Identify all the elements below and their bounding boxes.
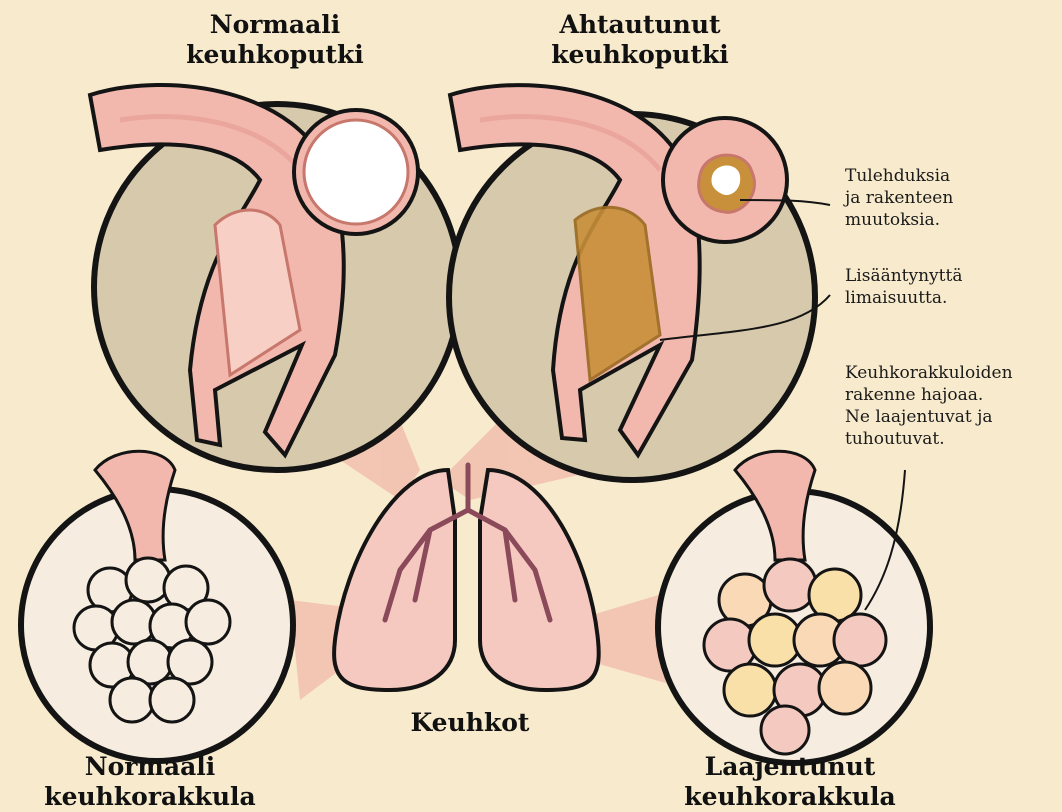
title-normal-alveolus-line2: keuhkorakkula — [20, 782, 280, 812]
title-lungs: Keuhkot — [380, 708, 560, 738]
title-enlarged-alveolus-line1: Laajentunut — [650, 752, 930, 782]
annotation-inflammation: Tulehduksia ja rakenteen muutoksia. — [845, 165, 953, 231]
annotation-breakdown-line1: Keuhkorakkuloiden — [845, 362, 1013, 384]
annotation-inflammation-line1: Tulehduksia — [845, 165, 953, 187]
annotation-breakdown-line2: rakenne hajoaa. — [845, 384, 1013, 406]
title-normal-bronchus-line2: keuhkoputki — [170, 40, 380, 70]
title-narrowed-bronchus: Ahtautunut keuhkoputki — [520, 10, 760, 70]
title-normal-alveolus-line1: Normaali — [20, 752, 280, 782]
title-narrowed-bronchus-line2: keuhkoputki — [520, 40, 760, 70]
title-normal-bronchus-line1: Normaali — [170, 10, 380, 40]
annotation-mucus: Lisääntynyttä limaisuutta. — [845, 265, 962, 309]
annotation-inflammation-line3: muutoksia. — [845, 209, 953, 231]
annotation-alveoli-breakdown: Keuhkorakkuloiden rakenne hajoaa. Ne laa… — [845, 362, 1013, 450]
annotation-mucus-line1: Lisääntynyttä — [845, 265, 962, 287]
lungs — [334, 465, 599, 690]
title-normal-alveolus: Normaali keuhkorakkula — [20, 752, 280, 812]
annotation-mucus-line2: limaisuutta. — [845, 287, 962, 309]
narrowed-cross-section — [663, 118, 787, 242]
enlarged-alveoli — [704, 451, 886, 754]
title-lungs-text: Keuhkot — [380, 708, 560, 738]
normal-cross-section — [294, 110, 418, 234]
annotation-breakdown-line4: tuhoutuvat. — [845, 428, 1013, 450]
annotation-breakdown-line3: Ne laajentuvat ja — [845, 406, 1013, 428]
title-normal-bronchus: Normaali keuhkoputki — [170, 10, 380, 70]
title-enlarged-alveolus-line2: keuhkorakkula — [650, 782, 930, 812]
title-enlarged-alveolus: Laajentunut keuhkorakkula — [650, 752, 930, 812]
title-narrowed-bronchus-line1: Ahtautunut — [520, 10, 760, 40]
annotation-inflammation-line2: ja rakenteen — [845, 187, 953, 209]
